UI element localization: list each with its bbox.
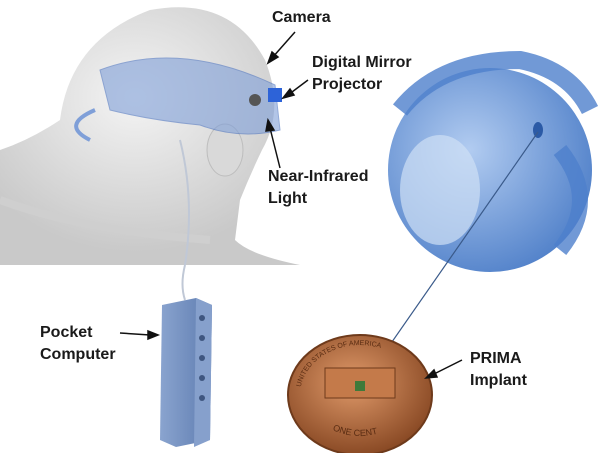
eye-model <box>388 50 599 272</box>
pocket-computer-device <box>160 298 212 447</box>
prima-implant-chip <box>355 381 365 391</box>
cable <box>181 264 186 301</box>
nir-arrow <box>269 127 281 169</box>
camera-arrow <box>271 31 296 59</box>
penny-coin: UNITED STATES OF AMERICA ONE CENT <box>287 334 433 453</box>
pocket-arrow <box>119 332 151 336</box>
callout-arrows <box>119 31 463 379</box>
glasses-headset <box>74 57 282 266</box>
head-model <box>0 7 300 265</box>
prima-arrow <box>431 359 463 376</box>
camera-label: Camera <box>272 9 331 26</box>
